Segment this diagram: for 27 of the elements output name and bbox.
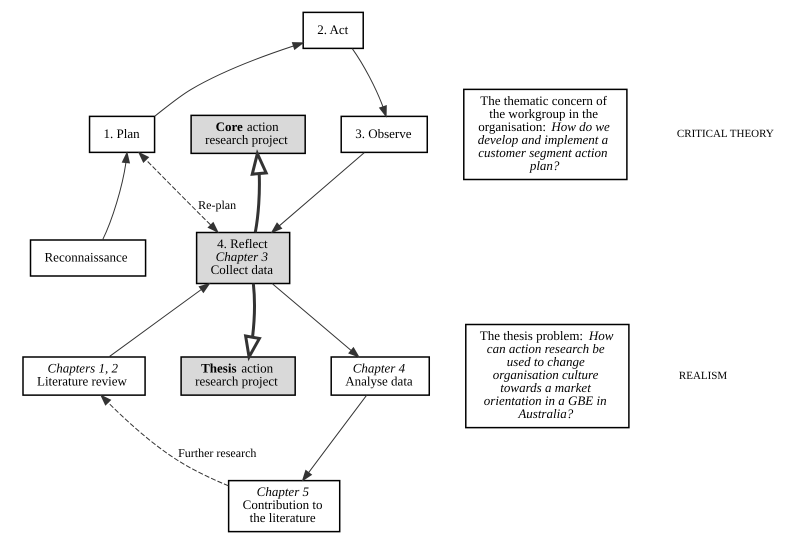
edge-label: Re-plan (198, 198, 236, 212)
arrow (270, 152, 364, 234)
arrow (243, 283, 262, 362)
arrow (271, 283, 360, 358)
label: REALISM (678, 370, 727, 382)
node-box: 2. Act (302, 12, 364, 50)
arrow (250, 149, 268, 233)
node-box: Chapter 5 Contribution to the literature (227, 480, 340, 532)
node-box: Chapter 4 Analyse data (330, 356, 430, 396)
arrow (137, 152, 218, 234)
arrow (108, 282, 210, 358)
node-box: The thematic concern of the workgroup in the organisation: How do we develop and implement a customer segment action plan? (462, 88, 628, 180)
arrow (154, 42, 304, 117)
arrow (351, 48, 386, 118)
edge-label: Further research (178, 446, 256, 460)
node-box: 1. Plan (88, 116, 155, 154)
arrow (99, 394, 228, 486)
node-box: 4. Reflect Chapter 3 Collect data (195, 232, 290, 284)
arrow (301, 394, 367, 482)
node-box: The thesis problem: How can action research be used to change organisation culture towards a market orientation in a GBE in Australia? (464, 324, 630, 428)
node-box: 3. Observe (340, 116, 428, 154)
node-box: Reconnaissance (29, 239, 146, 277)
node-box: Chapters 1, 2 Literature review (22, 356, 146, 396)
node-box: Thesis action research project (180, 356, 296, 396)
node-box: Core action research project (190, 114, 306, 154)
label: CRITICAL THEORY (676, 128, 774, 140)
arrow (102, 151, 130, 240)
